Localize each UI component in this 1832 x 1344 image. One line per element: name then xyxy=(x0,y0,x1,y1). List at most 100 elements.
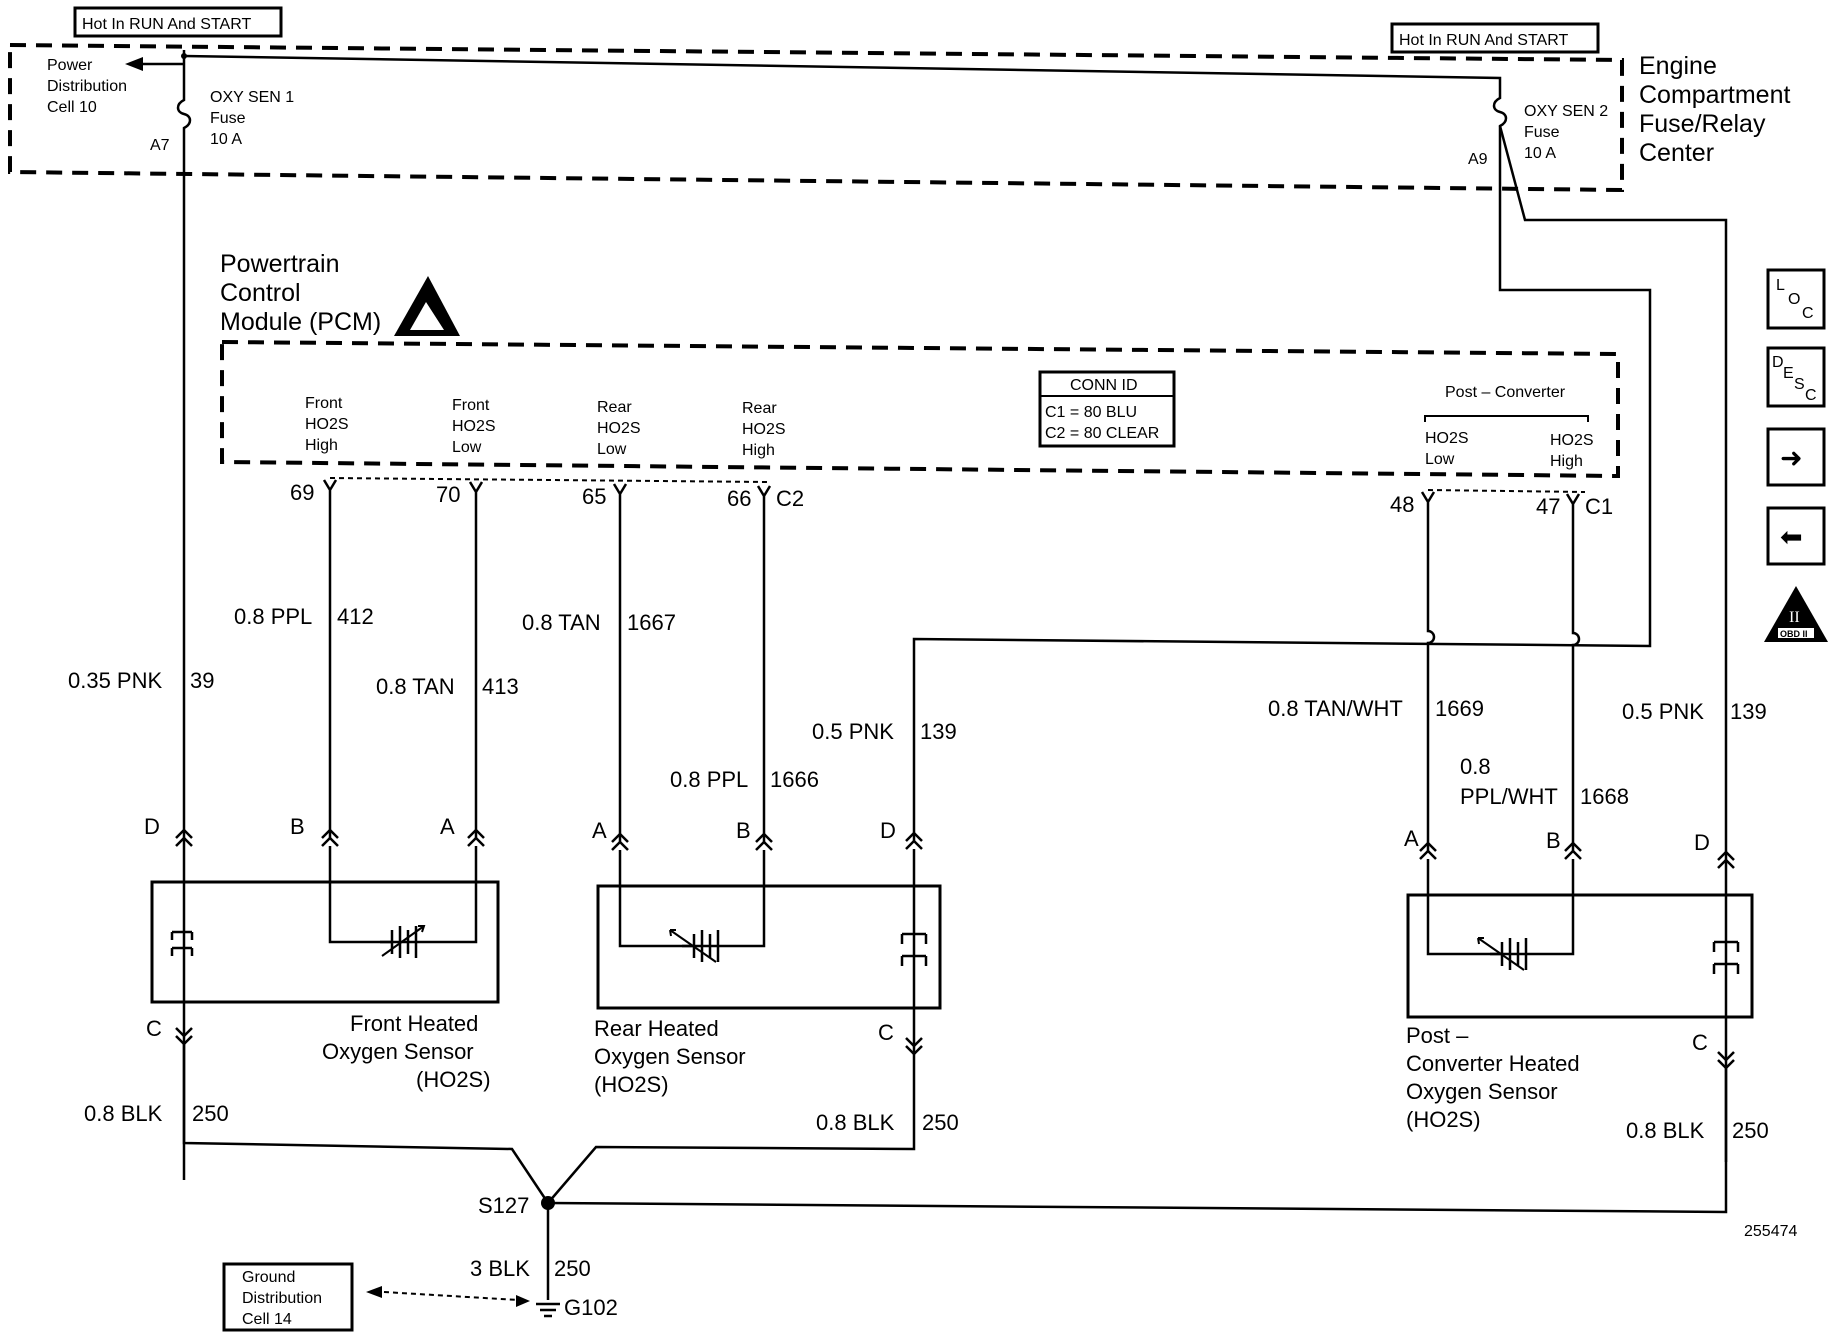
wire-139a-circuit: 139 xyxy=(920,719,957,744)
wire-39-color: 0.35 PNK xyxy=(68,668,162,693)
front-pin-b: B xyxy=(290,814,305,839)
obd-roman: II xyxy=(1789,609,1800,626)
ground-dist-3: Cell 14 xyxy=(242,1311,292,1328)
rear-sensor-name-2: Oxygen Sensor xyxy=(594,1044,746,1069)
wire-413: 0.8 TAN 413 xyxy=(376,674,519,699)
wire-1669-circuit: 1669 xyxy=(1435,696,1484,721)
arrow-right-icon: ➜ xyxy=(1780,443,1803,473)
wire-412-circuit: 412 xyxy=(337,604,374,629)
ground-point-label: G102 xyxy=(564,1295,618,1320)
wire-412: 0.8 PPL 412 xyxy=(234,604,374,629)
front-pin-a: A xyxy=(440,814,455,839)
power-dist-line-1: Power xyxy=(47,57,93,74)
conn-id-c1: C1 = 80 BLU xyxy=(1045,404,1137,421)
rear-pin-d: D xyxy=(880,818,896,843)
sig-rear-high-1: Rear xyxy=(742,400,777,417)
front-pin-c: C xyxy=(146,1016,162,1041)
rear-sensor-element-icon xyxy=(669,929,720,963)
rear-sensor-box xyxy=(596,884,942,1010)
post-heater-icon xyxy=(1712,940,1740,974)
conn-id-c2: C2 = 80 CLEAR xyxy=(1045,425,1159,442)
wire-139b-circuit: 139 xyxy=(1730,699,1767,724)
gnd-wire-4-circuit: 250 xyxy=(554,1256,591,1281)
wire-1668-circuit: 1668 xyxy=(1580,784,1629,809)
wire-1667-color: 0.8 TAN xyxy=(522,610,601,635)
wire-1666-circuit: 1666 xyxy=(770,767,819,792)
wire-1668: 0.8 PPL/WHT 1668 xyxy=(1460,754,1629,809)
ground-dist-1: Ground xyxy=(242,1269,295,1286)
fuse2-name: OXY SEN 2 xyxy=(1524,103,1608,120)
gnd-wire-3-circuit: 250 xyxy=(1732,1118,1769,1143)
nav-loc-button[interactable]: L O C xyxy=(1766,268,1826,330)
sig-front-high-3: High xyxy=(305,437,338,454)
sig-front-low-2: HO2S xyxy=(452,418,496,435)
wire-139b-color: 0.5 PNK xyxy=(1622,699,1704,724)
sig-rear-low-3: Low xyxy=(597,441,627,458)
pcm-title-2: Control xyxy=(220,279,301,307)
conn-id-box xyxy=(1038,370,1176,448)
pcm-signal-wires xyxy=(322,479,1581,851)
post-sensor-name-2: Converter Heated xyxy=(1406,1051,1580,1076)
pcm-title-3: Module (PCM) xyxy=(220,308,381,336)
nav-back-button[interactable]: ⬅ xyxy=(1766,506,1826,566)
pcm-title-1: Powertrain xyxy=(220,250,340,278)
wire-139-post: 0.5 PNK 139 xyxy=(1622,699,1767,724)
loc-glyph-l: L xyxy=(1776,277,1785,294)
fuse1-rating: 10 A xyxy=(210,131,242,148)
obd-ii-icon: II OBD II xyxy=(1764,586,1828,642)
hot-label-box-1 xyxy=(73,6,283,38)
wire-1666-color: 0.8 PPL xyxy=(670,767,748,792)
post-converter-label: Post – Converter xyxy=(1445,384,1566,401)
ground-wiring: S127 0.8 BLK 250 0.8 BLK 250 0.8 BLK 250… xyxy=(84,1044,1769,1332)
sig-rear-low-1: Rear xyxy=(597,399,632,416)
hot-label-2: Hot In RUN And START xyxy=(1399,32,1568,49)
rear-sensor-name-3: (HO2S) xyxy=(594,1072,669,1097)
wire-413-color: 0.8 TAN xyxy=(376,674,455,699)
frc-title-1: Engine xyxy=(1639,52,1717,80)
pin-a7: A7 xyxy=(150,137,170,154)
rear-ho2s: A B D C Rear Heated Oxygen Sensor (HO2S) xyxy=(592,818,942,1097)
fuse-relay-center: Hot In RUN And START Hot In RUN And STAR… xyxy=(8,6,1790,193)
power-dist-line-2: Distribution xyxy=(47,78,127,95)
post-pin-b: B xyxy=(1546,828,1561,853)
frc-title-2: Compartment xyxy=(1639,81,1790,109)
post-sig-high-1: HO2S xyxy=(1550,432,1594,449)
front-sensor-name-1: Front Heated xyxy=(350,1011,478,1036)
pin-47: 47 xyxy=(1536,494,1560,519)
frc-title-4: Center xyxy=(1639,139,1714,167)
sig-front-low-3: Low xyxy=(452,439,482,456)
nav-forward-button[interactable]: ➜ xyxy=(1766,427,1826,487)
arrow-left-icon xyxy=(125,57,143,71)
rear-pin-b: B xyxy=(736,818,751,843)
conn-c1: C1 xyxy=(1585,494,1613,519)
pin-69: 69 xyxy=(290,480,314,505)
gnd-wire-2-color: 0.8 BLK xyxy=(816,1110,895,1135)
fuse-oxy-sen-2 xyxy=(183,54,1728,1162)
nav-desc-button[interactable]: D E S C xyxy=(1766,346,1826,408)
sig-front-high-2: HO2S xyxy=(305,416,349,433)
gnd-wire-2-circuit: 250 xyxy=(922,1110,959,1135)
pin-a9: A9 xyxy=(1468,151,1488,168)
rear-heater-icon xyxy=(900,932,928,966)
arrow-left-icon: ⬅ xyxy=(1780,522,1803,552)
nav-obd-button[interactable]: II OBD II xyxy=(1764,586,1828,642)
figure-number: 255474 xyxy=(1744,1223,1797,1240)
post-sensor-box xyxy=(1406,893,1754,1019)
front-pin-d: D xyxy=(144,814,160,839)
rear-sensor-name-1: Rear Heated xyxy=(594,1016,719,1041)
conn-c2: C2 xyxy=(776,486,804,511)
conn-id-header: CONN ID xyxy=(1070,377,1138,394)
front-sensor-name-3: (HO2S) xyxy=(416,1067,491,1092)
pin-48: 48 xyxy=(1390,492,1414,517)
post-sig-high-2: High xyxy=(1550,453,1583,470)
wire-39: 0.35 PNK 39 xyxy=(68,668,214,693)
desc-glyph-e: E xyxy=(1783,365,1794,382)
obd-label: OBD II xyxy=(1780,629,1808,639)
sig-front-high-1: Front xyxy=(305,395,343,412)
ground-dist-2: Distribution xyxy=(242,1290,322,1307)
wire-139-rear: 0.5 PNK 139 xyxy=(812,719,957,744)
wire-1668-color-2: PPL/WHT xyxy=(1460,784,1558,809)
post-sensor-name-1: Post – xyxy=(1406,1023,1469,1048)
power-dist-line-3: Cell 10 xyxy=(47,99,97,116)
arrow-left-icon xyxy=(366,1286,382,1298)
